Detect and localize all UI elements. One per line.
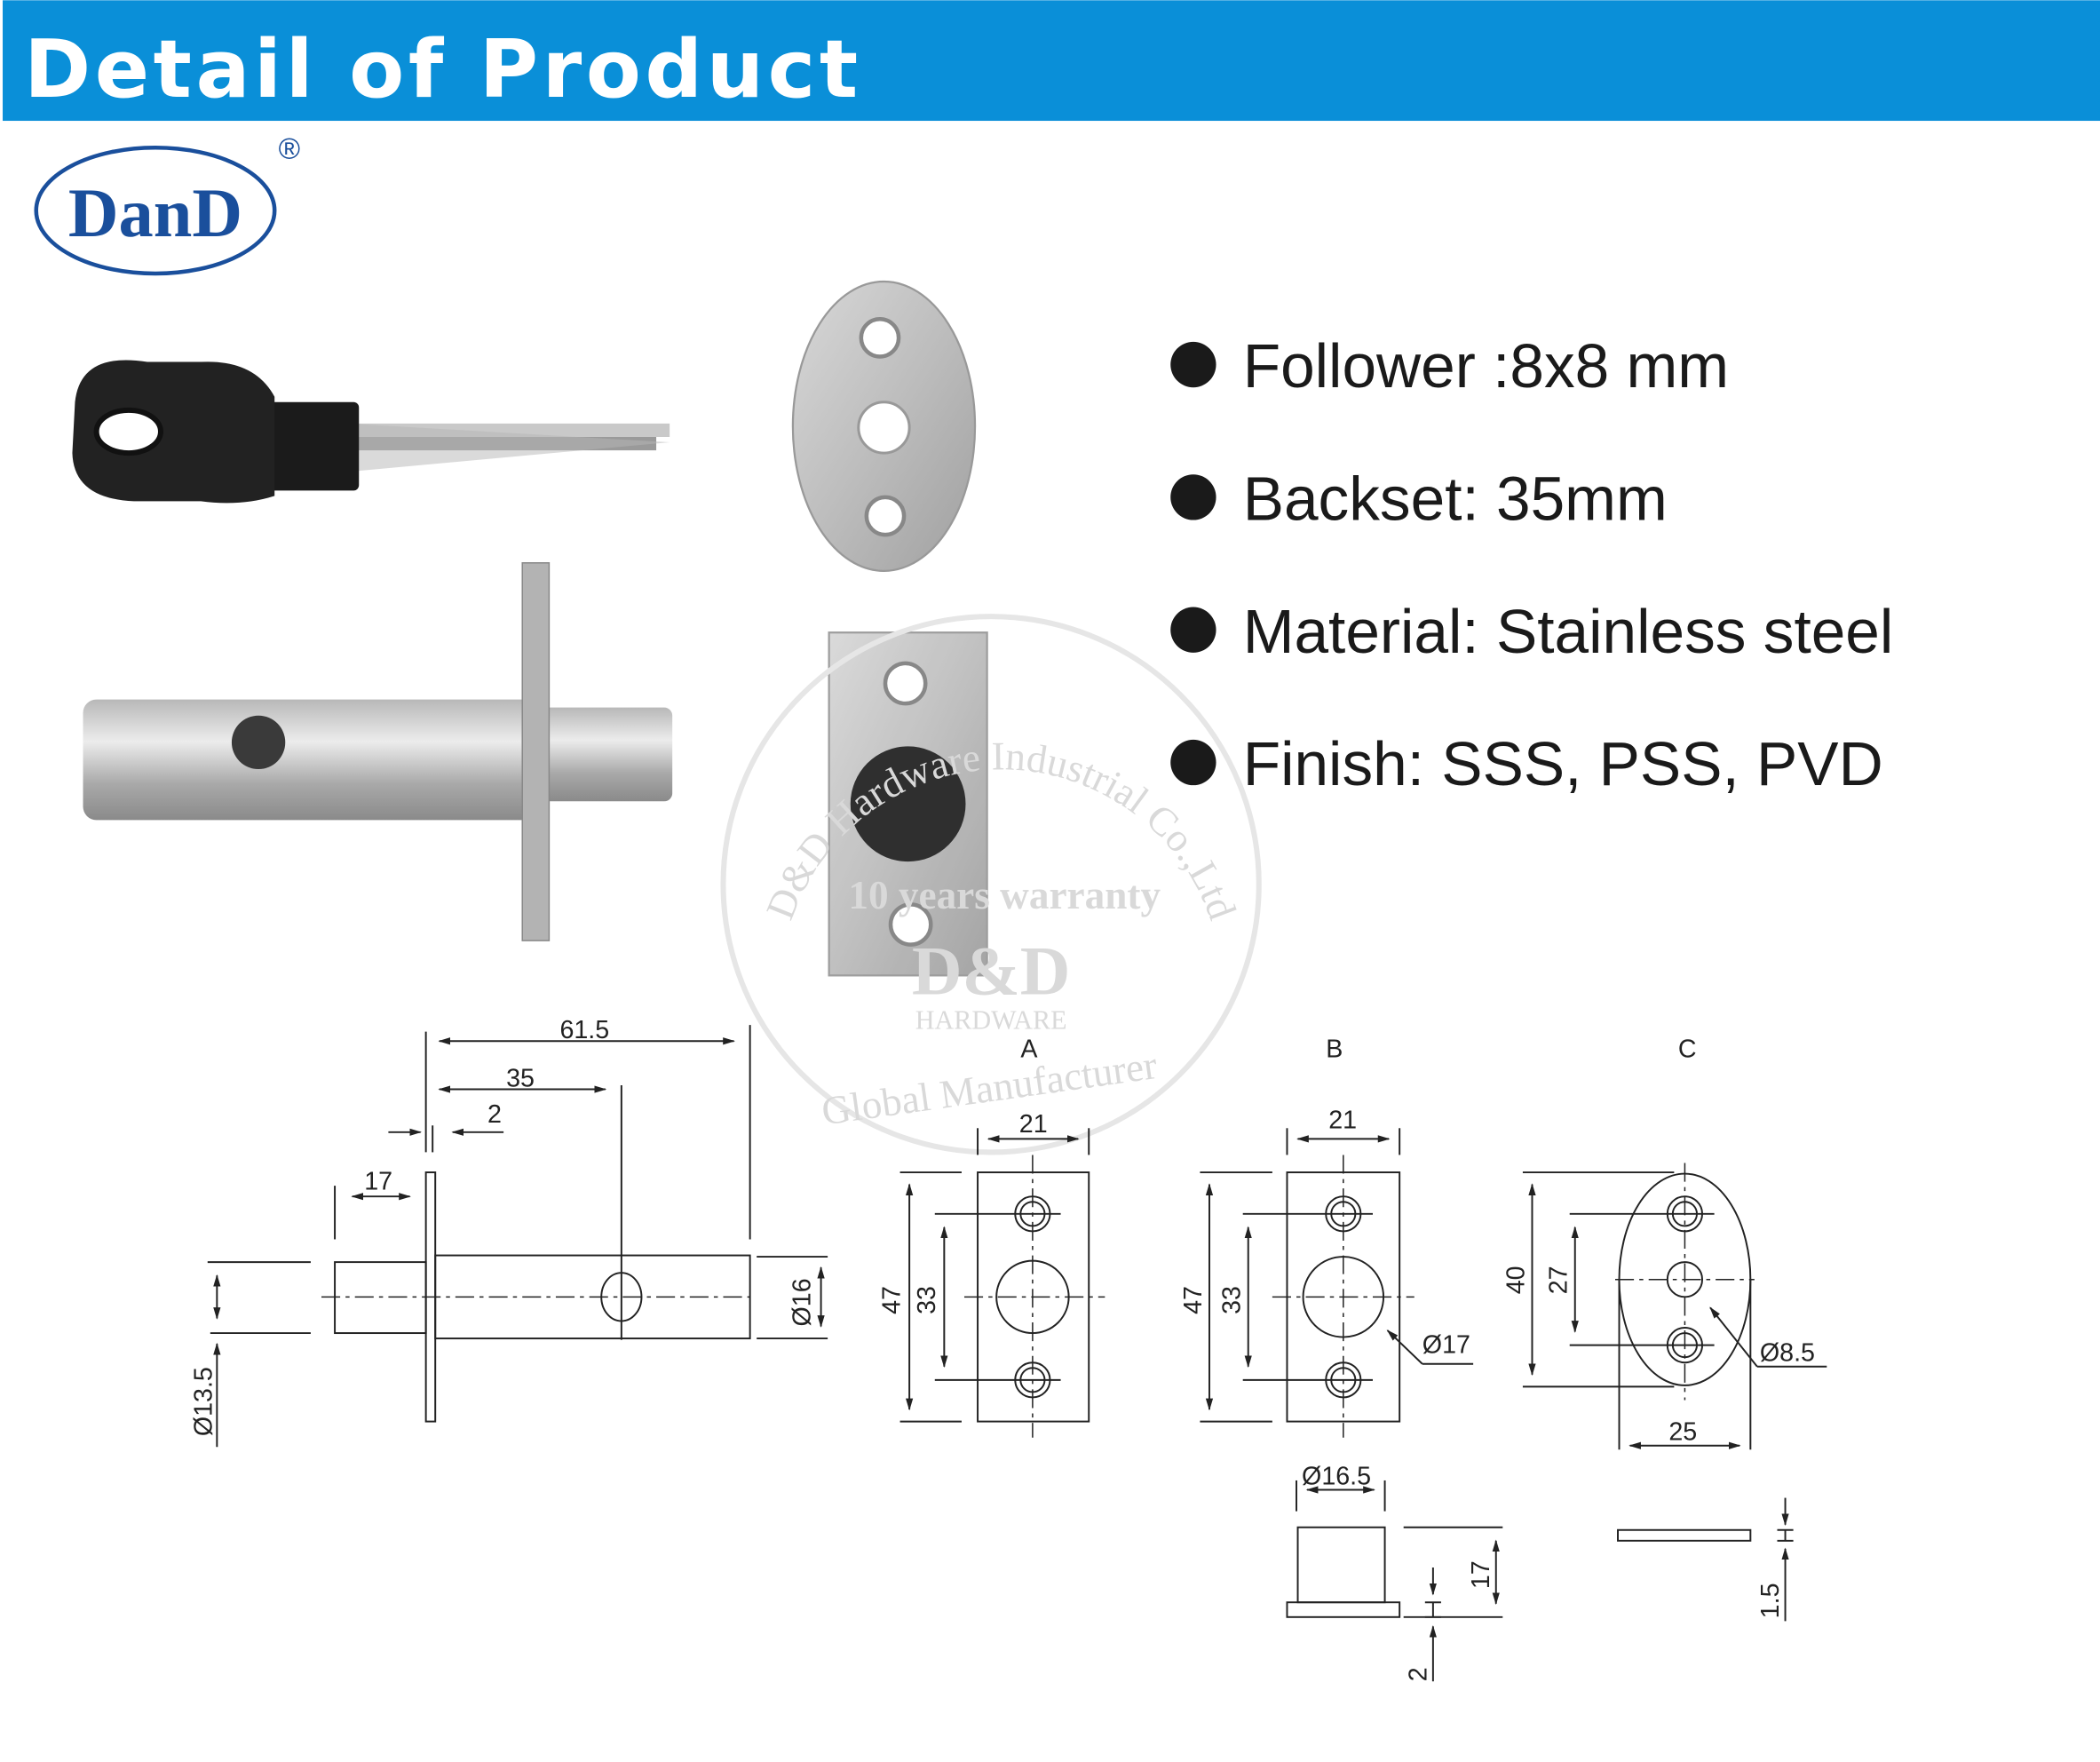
- watermark-line: 10 years warranty: [848, 873, 1161, 917]
- watermark: D&D Hardware Industrial Co.,Ltd 10 years…: [720, 614, 1262, 1155]
- dim-label: Ø13.5: [189, 1367, 218, 1436]
- dim-label: Ø16.5: [1302, 1462, 1371, 1490]
- bullet-dot-icon: [1170, 739, 1216, 786]
- key-photo: [72, 360, 670, 504]
- dim-label: 35: [506, 1065, 535, 1093]
- strike-plate-a-drawing: A 21 47 33: [878, 1035, 1105, 1438]
- strike-plate-photo: [828, 631, 988, 977]
- dim-label: 17: [1467, 1560, 1495, 1589]
- cylinder-drawing: 61.5 35 2 17 Ø13.5 Ø16: [189, 1016, 828, 1448]
- dim-label: 27: [1545, 1266, 1573, 1294]
- dim-label: Ø16: [788, 1278, 817, 1326]
- spec-text: Backset: 35mm: [1243, 464, 1668, 534]
- spec-list: Follower :8x8 mm Backset: 35mm Material:…: [1170, 331, 1893, 798]
- dim-label: 17: [364, 1168, 392, 1196]
- strike-plate-b-drawing: B 21 47 33 Ø17 Ø16.5 17 2: [1179, 1035, 1503, 1682]
- registered-mark: ®: [279, 132, 300, 165]
- dim-label: 33: [913, 1286, 941, 1314]
- dim-label: 2: [487, 1100, 502, 1129]
- bullet-dot-icon: [1170, 341, 1216, 388]
- dim-label: Ø17: [1422, 1331, 1470, 1360]
- spec-item: Follower :8x8 mm: [1170, 331, 1729, 401]
- spec-text: Material: Stainless steel: [1243, 597, 1894, 666]
- dim-label: Ø8.5: [1760, 1339, 1815, 1368]
- page-title: Detail of Product: [24, 23, 861, 116]
- dim-label: 61.5: [559, 1016, 609, 1044]
- watermark-line: Global Manufacturer: [819, 1043, 1160, 1133]
- spec-item: Finish: SSS, PSS, PVD: [1170, 729, 1883, 798]
- oval-plate-c-drawing: C 40 27 25 Ø8.5 1.5: [1502, 1035, 1827, 1622]
- lock-cylinder-photo: [83, 562, 673, 941]
- bullet-dot-icon: [1170, 474, 1216, 520]
- dim-label: 21: [1328, 1106, 1357, 1134]
- dim-label: 1.5: [1756, 1583, 1785, 1618]
- brand-logo: DanD ®: [34, 132, 300, 276]
- view-label: C: [1678, 1035, 1697, 1063]
- dim-label: 40: [1502, 1266, 1530, 1294]
- dim-label: 33: [1218, 1286, 1247, 1314]
- watermark-line: D&D: [912, 932, 1071, 1009]
- spec-item: Material: Stainless steel: [1170, 597, 1893, 666]
- view-label: B: [1326, 1035, 1343, 1063]
- oval-plate-photo: [791, 280, 977, 572]
- spec-text: Follower :8x8 mm: [1243, 331, 1729, 401]
- spec-text: Finish: SSS, PSS, PVD: [1243, 729, 1883, 798]
- watermark-line: HARDWARE: [915, 1005, 1067, 1036]
- logo-text: DanD: [68, 174, 242, 251]
- view-label: A: [1020, 1035, 1038, 1063]
- dim-label: 2: [1404, 1667, 1432, 1681]
- spec-item: Backset: 35mm: [1170, 464, 1668, 534]
- header-bar: Detail of Product: [3, 0, 2100, 122]
- bullet-dot-icon: [1170, 607, 1216, 653]
- dim-label: 21: [1019, 1110, 1048, 1139]
- dim-label: 47: [878, 1286, 907, 1314]
- dim-label: 25: [1668, 1418, 1697, 1447]
- dim-label: 47: [1179, 1286, 1208, 1314]
